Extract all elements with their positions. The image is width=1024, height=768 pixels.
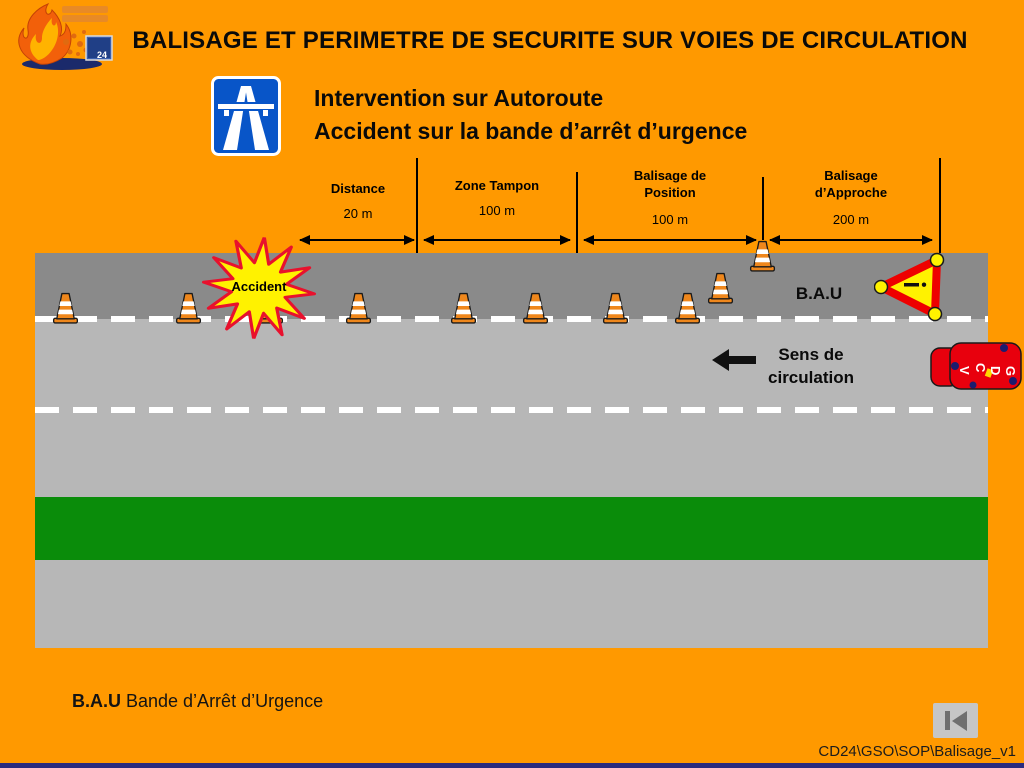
accident-starburst-icon <box>201 235 317 341</box>
logo-department-number: 24 <box>97 50 107 60</box>
measurement-zone-tampon-value: 100 m <box>478 203 516 218</box>
measurement-balisage-position-arrow <box>584 239 756 241</box>
bau-legend-abbr: B.A.U <box>72 691 121 711</box>
subtitle-line-1: Intervention sur Autoroute <box>314 85 604 111</box>
road-diagram <box>35 253 988 648</box>
subtitle-line-2: Accident sur la bande d’arrêt d’urgence <box>314 118 748 144</box>
lane-marking-dashed <box>35 407 988 413</box>
page-title: BALISAGE ET PERIMETRE DE SECURITE SUR VO… <box>132 27 968 54</box>
vehicle-letter-g: G <box>1003 366 1018 376</box>
direction-of-travel-label: Sens de circulation <box>745 343 877 389</box>
motorway-sign-icon <box>211 76 281 156</box>
lane-marking-dashed <box>35 316 988 322</box>
skip-to-start-icon <box>944 710 967 731</box>
measurement-balisage-position-value: 100 m <box>651 212 689 227</box>
command-vehicle-icon: V C D G <box>930 342 1022 390</box>
zone-boundary-line <box>939 158 941 262</box>
measurement-distance-value: 20 m <box>343 206 373 221</box>
measurement-balisage-approche-arrow <box>770 239 932 241</box>
sdis24-fire-logo: 24 <box>18 2 113 70</box>
slide-subtitle: Intervention sur Autoroute Accident sur … <box>314 82 747 148</box>
bau-legend: B.A.U Bande d’Arrêt d’Urgence <box>72 691 323 712</box>
zone-boundary-line <box>762 177 764 240</box>
direction-label-line1: Sens de <box>778 345 844 364</box>
previous-slide-button[interactable] <box>933 703 978 738</box>
bau-shoulder-label: B.A.U <box>795 284 843 303</box>
measurement-distance-arrow <box>300 239 414 241</box>
zone-boundary-line <box>576 172 578 272</box>
measurement-zone-tampon-arrow <box>424 239 570 241</box>
vehicle-letter-d: D <box>988 366 1003 375</box>
median-strip-green <box>35 497 988 560</box>
accident-label: Accident <box>231 279 287 294</box>
direction-label-line2: circulation <box>768 368 854 387</box>
measurement-balisage-approche-value: 200 m <box>832 212 870 227</box>
direction-arrow-icon <box>712 349 758 371</box>
measurement-balisage-position-label: Balisage de Position <box>633 168 707 200</box>
measurement-zone-tampon-label: Zone Tampon <box>454 178 540 193</box>
zone-boundary-line <box>416 158 418 298</box>
measurement-balisage-approche-label: Balisage d’Approche <box>814 168 888 200</box>
warning-triangle-icon <box>874 252 945 322</box>
vehicle-letter-v: V <box>957 366 972 375</box>
bottom-navy-bar <box>0 763 1024 768</box>
file-reference: CD24\GSO\SOP\Balisage_v1 <box>818 743 1016 760</box>
bau-legend-definition: Bande d’Arrêt d’Urgence <box>121 691 324 711</box>
vehicle-letter-c: C <box>973 363 988 373</box>
measurement-distance-label: Distance <box>330 181 386 196</box>
